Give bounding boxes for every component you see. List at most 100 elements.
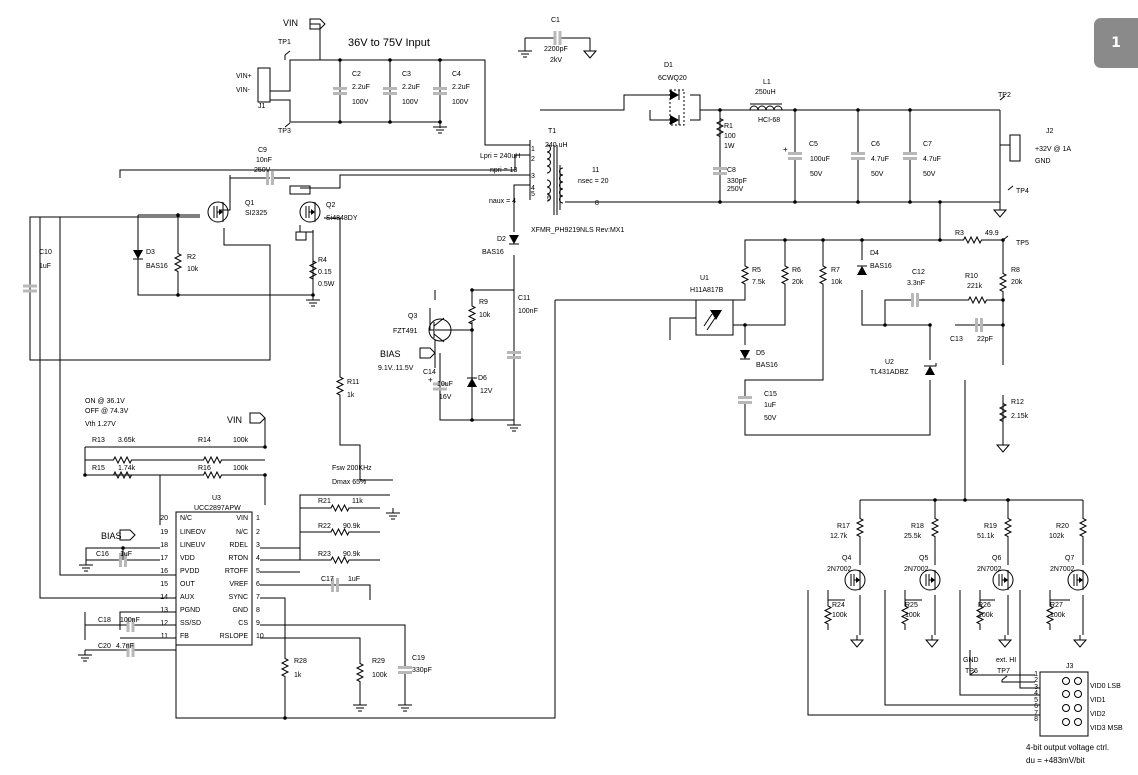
r26-ref: R26: [978, 602, 991, 609]
r1-value: 100: [724, 133, 736, 140]
r17-value: 12.7k: [830, 533, 848, 540]
page-number-badge[interactable]: 1: [1094, 18, 1138, 68]
t1-ref: T1: [548, 128, 556, 135]
junction-dot: [883, 323, 887, 327]
u3-right-pin-num: 3: [256, 542, 260, 549]
input-connector-j1: [257, 67, 271, 103]
resistor-r6: [780, 260, 790, 290]
j2-label2: GND: [1035, 158, 1051, 165]
wire: [137, 214, 314, 296]
vid-label: VID0 LSB: [1090, 683, 1121, 690]
c14-ref: C14: [423, 369, 436, 376]
diode-d5: [740, 350, 750, 360]
note-on: ON @ 36.1V: [85, 398, 125, 405]
resistor-r25: [900, 600, 910, 630]
c7-rating: 50V: [923, 171, 936, 178]
u1-link: [703, 313, 716, 331]
j3-pin-num: 3: [1034, 684, 1038, 691]
u1-led: [710, 310, 722, 320]
tp1-label: TP1: [278, 39, 291, 46]
resistor-r19: [1003, 510, 1013, 545]
l1-value: 250uH: [755, 89, 776, 96]
cap-plate: [738, 401, 752, 404]
c18-value: 100nF: [120, 617, 140, 624]
capacitor-c2: [333, 60, 347, 122]
test-point-tp7: [1001, 675, 1008, 681]
vin-port-marker-u3: [249, 412, 266, 424]
ground-symbol: [398, 700, 412, 712]
d4-ref: D4: [870, 250, 879, 257]
cap-plate: [23, 289, 37, 293]
u3-left-pin-name: OUT: [180, 581, 196, 588]
cap-plate: [433, 382, 447, 386]
wire: [270, 23, 321, 92]
u3-right-pin-num: 4: [256, 555, 260, 562]
resistor-r14: [160, 455, 265, 465]
c8-ref: C8: [727, 167, 736, 174]
u3-left-pin-name: LINEOV: [180, 529, 206, 536]
diode-d3: [133, 250, 143, 260]
cap-plate: [851, 152, 865, 155]
components: ++: [23, 18, 1089, 737]
cap-plate: [975, 318, 978, 332]
ground-symbol: [992, 205, 1008, 218]
r26-value: 100k: [978, 612, 994, 619]
u3-left-pin-name: PVDD: [180, 568, 199, 575]
resistor-r23: [300, 555, 380, 565]
q1-part: SI2325: [245, 210, 267, 217]
cap-plate: [433, 92, 447, 95]
c2-value: 2.2uF: [352, 84, 370, 91]
wire: [744, 290, 900, 398]
fet-body: [1067, 569, 1089, 591]
j1-pin2-label: VIN-: [236, 87, 251, 94]
d6-ref: D6: [478, 375, 487, 382]
diode-body: [509, 235, 519, 244]
c18-ref: C18: [98, 617, 111, 624]
r23-ref: R23: [318, 551, 331, 558]
diode-body: [670, 115, 679, 125]
c6-ref: C6: [871, 141, 880, 148]
r19-value: 51.1k: [977, 533, 995, 540]
resistor-r27: [1045, 600, 1055, 630]
d5-part: BAS16: [756, 362, 778, 369]
c9-rating: 250V: [254, 167, 271, 174]
fet-arrow: [311, 209, 315, 215]
t1-pin: 2: [531, 156, 535, 163]
ground-symbol: [353, 700, 367, 712]
c3-rating: 100V: [402, 99, 419, 106]
l1-part: HCI-68: [758, 117, 780, 124]
u3-right-pin-num: 2: [256, 529, 260, 536]
header-pin: [1062, 704, 1070, 712]
resistor-r4: [308, 245, 318, 295]
ground-symbol: [995, 440, 1011, 453]
u3-left-pin-num: 19: [160, 529, 168, 536]
c16-value: 1uF: [120, 551, 132, 558]
diode-d6: [467, 377, 477, 387]
junction-dot: [176, 213, 180, 217]
r24-ref: R24: [832, 602, 845, 609]
t1-npri: npri = 13: [490, 167, 518, 174]
c20-value: 4.7nF: [116, 643, 134, 650]
resistor-r8: [998, 265, 1008, 300]
wire: [290, 59, 530, 146]
vid-label: VID3 MSB: [1090, 725, 1123, 732]
c9-ref: C9: [258, 147, 267, 154]
tp2-label: TP2: [998, 92, 1011, 99]
u3-right-pin-name: RTON: [228, 555, 248, 562]
r4-ref: R4: [318, 257, 327, 264]
inductor-l1: [749, 105, 783, 111]
d4-part: BAS16: [870, 263, 892, 270]
controller-u3: [175, 511, 253, 646]
wire: [324, 217, 341, 372]
q2-part: Si4848DY: [326, 215, 358, 222]
r8-ref: R8: [1011, 267, 1020, 274]
c7-ref: C7: [923, 141, 932, 148]
note-vth: Vth 1.27V: [85, 421, 116, 428]
capacitor-c5: +: [783, 110, 802, 202]
tp5-label: TP5: [1016, 240, 1029, 247]
wire: [29, 216, 271, 361]
wire: [649, 110, 701, 121]
resistor-r9: [467, 300, 477, 330]
bias-port-marker-u3: [119, 529, 136, 541]
c17-ref: C17: [321, 576, 334, 583]
